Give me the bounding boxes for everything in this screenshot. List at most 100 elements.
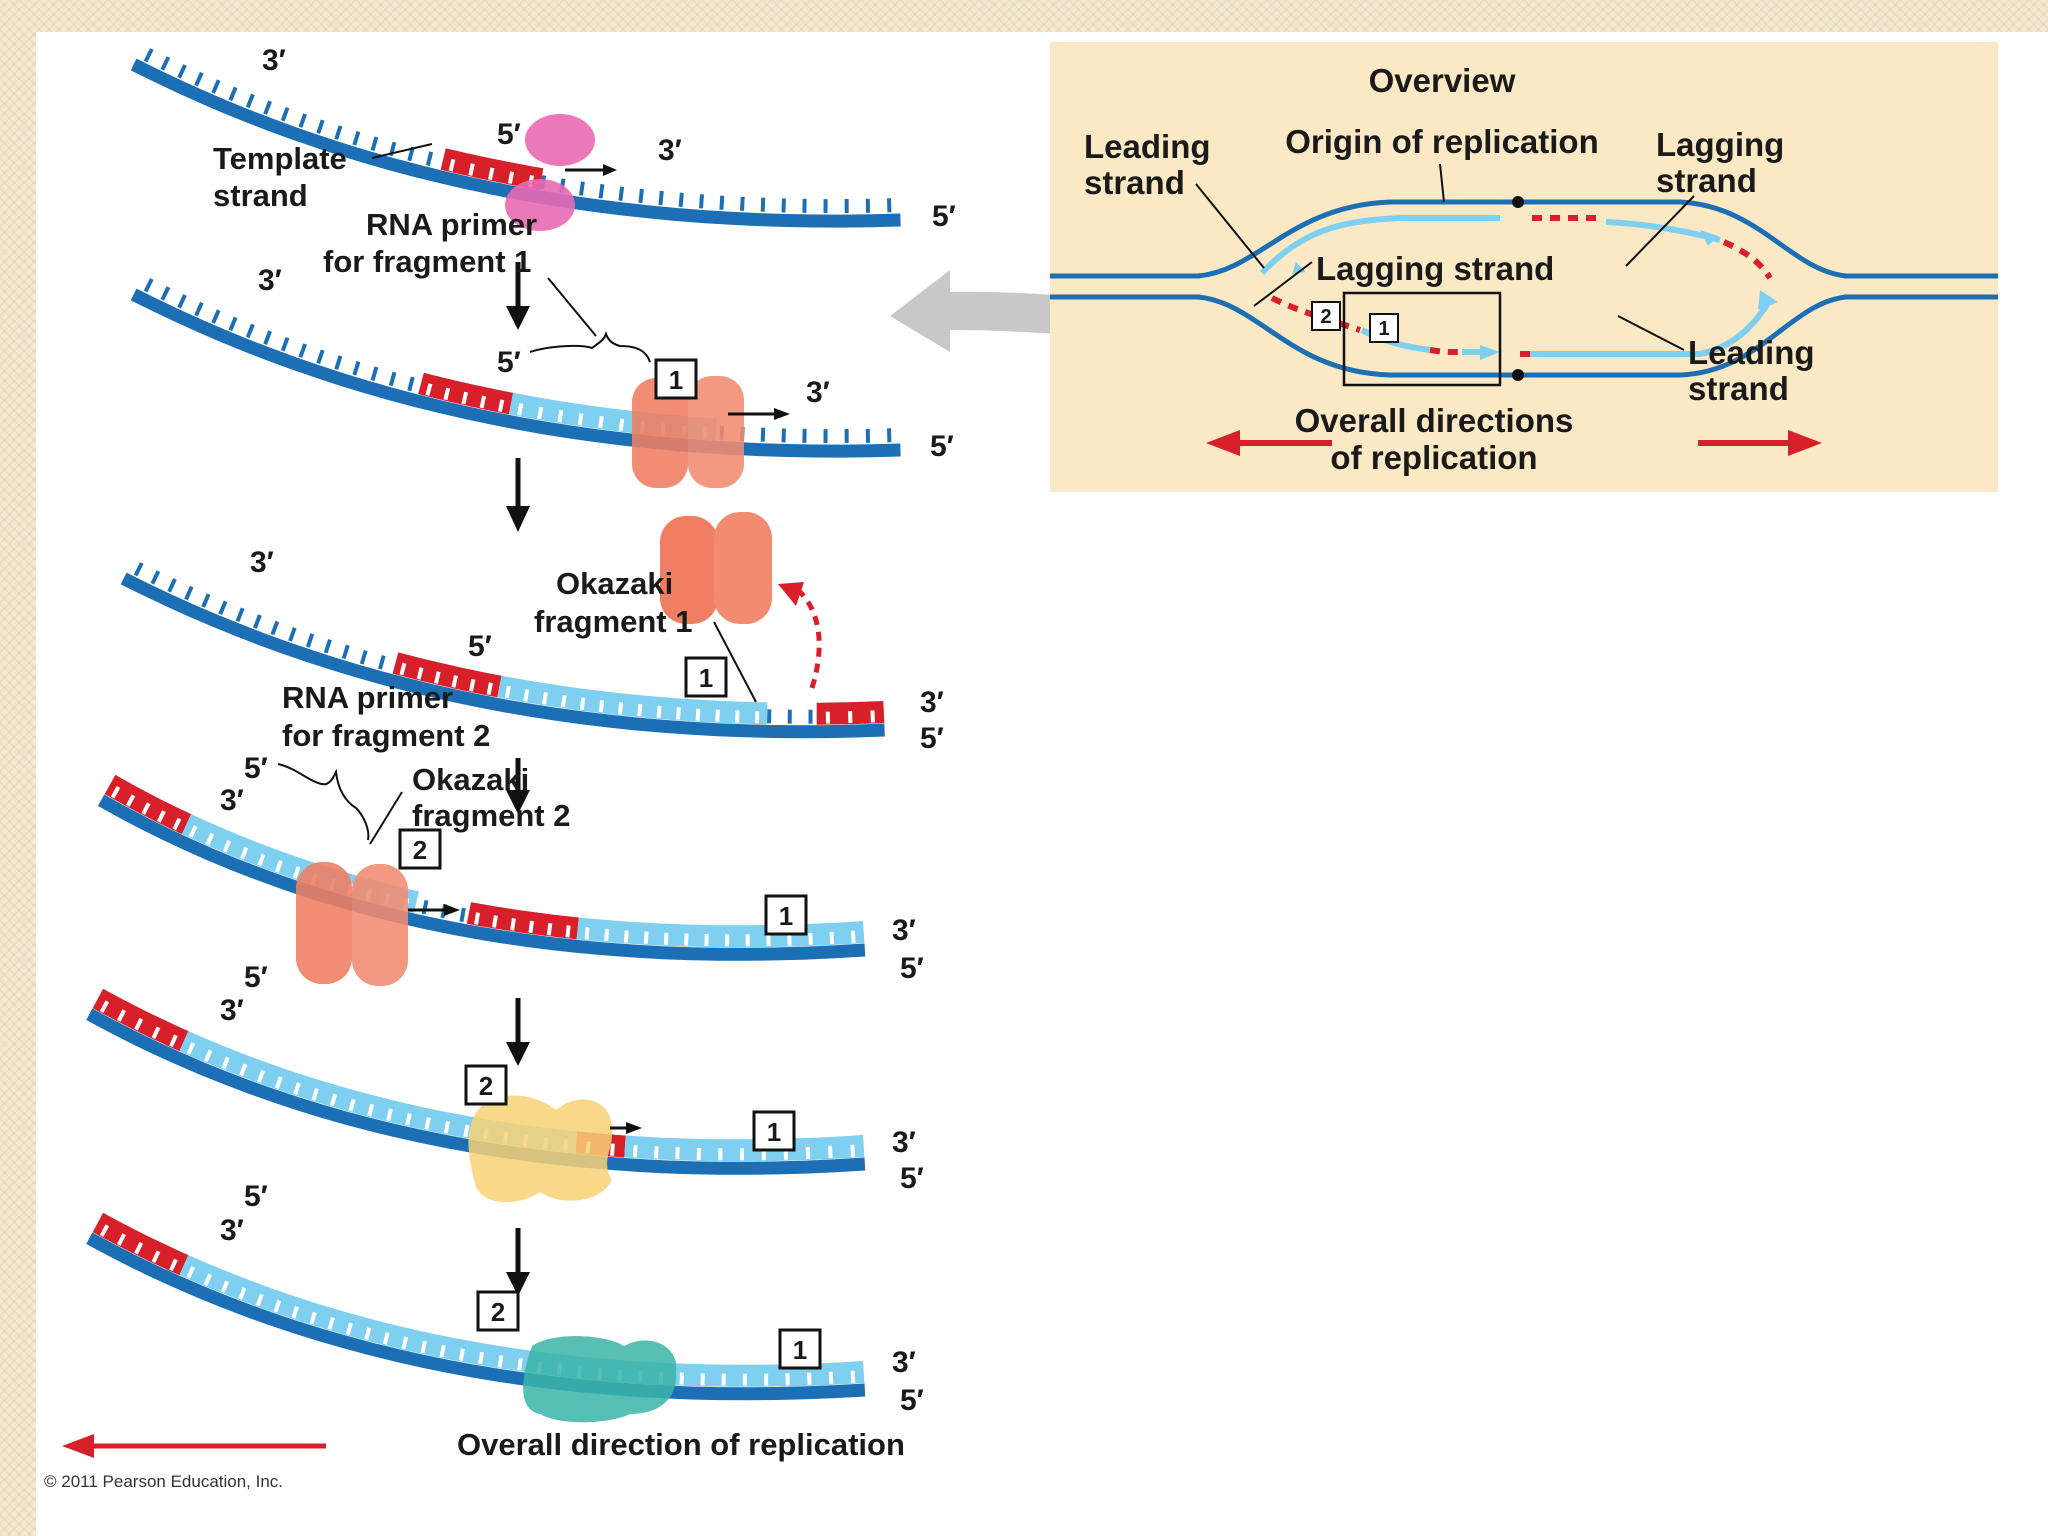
rna-primer-segment [392, 652, 502, 698]
s3-end-3-top: 3′ [250, 546, 274, 579]
base-pair-tick [167, 578, 177, 593]
s2-end-3-mid: 3′ [806, 376, 830, 409]
svg-text:2: 2 [491, 1297, 505, 1327]
base-pair-tick [632, 1145, 638, 1158]
overview-panel: 2 1 Overview Origin of replication Leadi… [1050, 42, 1998, 492]
base-pair-tick [676, 707, 681, 720]
base-pair-tick [367, 1103, 375, 1117]
base-pair-tick [177, 64, 187, 79]
base-pair-tick [110, 786, 121, 799]
base-pair-tick [270, 620, 280, 636]
base-pair-tick [352, 361, 361, 376]
okazaki-fragment-segment [576, 917, 865, 948]
leading-strand-left-l1: Leading [1084, 128, 1211, 165]
base-pair-tick [99, 1000, 110, 1013]
base-pair-tick [474, 912, 481, 925]
base-pair-tick [116, 1009, 126, 1022]
base-pair-tick [565, 925, 571, 938]
s6-fragment-box-2: 2 [476, 1290, 520, 1332]
base-pair-tick [291, 1305, 299, 1319]
okazaki-fragment-2-label-l1: Okazaki [412, 762, 529, 797]
svg-text:1: 1 [699, 663, 713, 693]
base-pair-tick [205, 832, 215, 846]
base-pair-tick [740, 196, 745, 211]
base-pair-tick [805, 1146, 811, 1160]
overall-direction-arrow [62, 1434, 326, 1458]
base-pair-tick [134, 1018, 144, 1031]
base-pair-tick [443, 1121, 450, 1134]
stage-arrows [506, 262, 530, 1296]
base-pair-tick [221, 1056, 230, 1070]
template-strand-backbone [97, 794, 866, 961]
template-strand-label-l1: Template [213, 141, 347, 176]
base-pair-tick [143, 48, 154, 63]
base-pair-tick [618, 186, 625, 201]
template-strand-backbone [130, 58, 901, 228]
base-pair-tick [184, 585, 194, 601]
template-strand-label-l2: strand [213, 178, 308, 213]
base-pair-tick [240, 846, 249, 860]
base-pair-tick [507, 171, 515, 184]
svg-text:1: 1 [779, 901, 793, 931]
base-pair-tick [309, 1311, 317, 1325]
base-pair-tick [425, 151, 434, 166]
lagging-strand-center: Lagging strand [1316, 250, 1554, 287]
s4-fragment-box-2: 2 [398, 828, 442, 870]
template-strand-backbone [86, 1008, 866, 1175]
base-pair-tick [126, 794, 136, 807]
rna-primer-2-label-l1: RNA primer [282, 680, 453, 715]
base-pair-tick [451, 675, 458, 688]
base-pair-tick [298, 113, 307, 128]
base-pair-tick [458, 1348, 465, 1361]
overview-right-arrow [1698, 430, 1822, 456]
down-arrow-1 [506, 262, 530, 330]
base-pair-tick [160, 286, 171, 301]
s6-end-5-right: 5′ [900, 1384, 924, 1417]
base-pair-tick [443, 387, 451, 401]
base-pair-tick [478, 1351, 484, 1365]
base-pair-tick [220, 1280, 230, 1294]
base-pair-tick [203, 1049, 213, 1063]
base-pair-tick [517, 1358, 523, 1371]
down-arrow-5 [506, 1228, 530, 1296]
base-pair-tick [469, 678, 476, 692]
s3-end-5-right: 5′ [920, 722, 944, 755]
svg-text:1: 1 [669, 365, 683, 395]
s4-end-3-left: 3′ [220, 784, 244, 817]
down-arrow-4 [506, 998, 530, 1066]
base-pair-tick [316, 119, 325, 134]
base-pair-tick [399, 662, 407, 676]
base-pair-tick [439, 1344, 446, 1358]
okazaki-fragment-1-label-l2: fragment 1 [534, 604, 692, 639]
s1-end-5-right: 5′ [932, 200, 956, 233]
base-pair-tick [280, 107, 290, 122]
svg-text:2: 2 [479, 1071, 493, 1101]
lagging-strand-right-l1: Lagging [1656, 126, 1784, 163]
base-pair-tick [546, 923, 553, 936]
dna-stage-1 [130, 48, 901, 228]
base-pair-tick [188, 825, 198, 838]
base-pair-tick [658, 190, 664, 206]
base-pair-tick [378, 655, 386, 670]
base-pair-tick [560, 695, 567, 708]
stage-1-labels: 3′ 5′ 3′ 5′ Template strand RNA primer f… [213, 44, 956, 279]
base-pair-tick [245, 323, 255, 339]
base-pair-tick [577, 413, 584, 426]
base-pair-tick [695, 708, 701, 721]
base-pair-tick [461, 391, 469, 405]
base-pair-tick [134, 1242, 144, 1255]
base-pair-tick [222, 840, 232, 853]
base-pair-tick [172, 817, 182, 831]
base-pair-tick [194, 71, 204, 87]
s5-end-3-right: 3′ [892, 1126, 916, 1159]
rna-primer-1-label-l1: RNA primer [366, 207, 537, 242]
base-pair-tick [492, 915, 498, 928]
leading-strand-right-l2: strand [1688, 370, 1789, 407]
down-arrow-3 [506, 758, 530, 814]
base-pair-tick [151, 1250, 161, 1263]
primase-enzyme [505, 114, 595, 231]
base-pair-tick [141, 802, 151, 815]
base-pair-tick [327, 1317, 335, 1330]
base-pair-tick [316, 349, 325, 364]
base-pair-tick [388, 371, 397, 387]
